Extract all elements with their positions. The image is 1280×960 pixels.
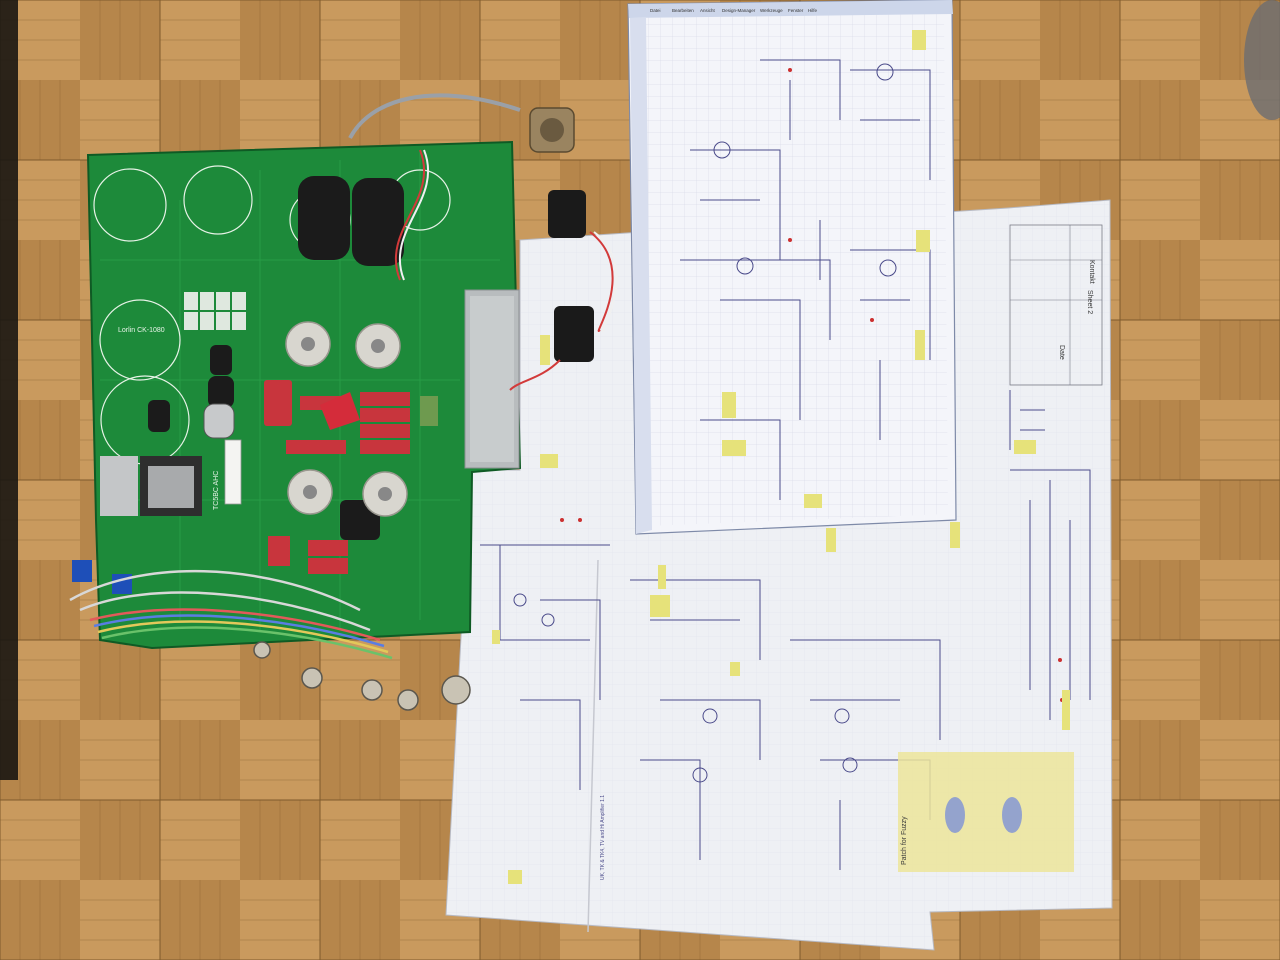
menu-item-3: Design-Manager: [722, 8, 756, 13]
menu-item-1: Bearbeiten: [672, 8, 694, 13]
menu-item-2: Ansicht: [700, 8, 716, 13]
menu-item-4: Werkzeuge: [760, 8, 783, 13]
menu-item-6: Hilfe: [808, 8, 817, 13]
title-block-a: Kontakt: [1088, 260, 1095, 284]
pcb-regulator-label: TC5BC AHC: [213, 471, 220, 510]
menu-item-0: Datei: [650, 8, 661, 13]
title-block-b: Sheet 2: [1086, 290, 1093, 314]
title-block-c: Date: [1058, 345, 1065, 360]
pcb-silkscreen-label: Lorlin CK-1080: [118, 327, 165, 334]
menu-item-5: Fenster: [788, 8, 804, 13]
footer-caption: UK, TK & TK4, TV and Hi Amplifier 1.1: [600, 795, 606, 880]
note-box-label: Patch for Fuzzy: [901, 816, 908, 865]
